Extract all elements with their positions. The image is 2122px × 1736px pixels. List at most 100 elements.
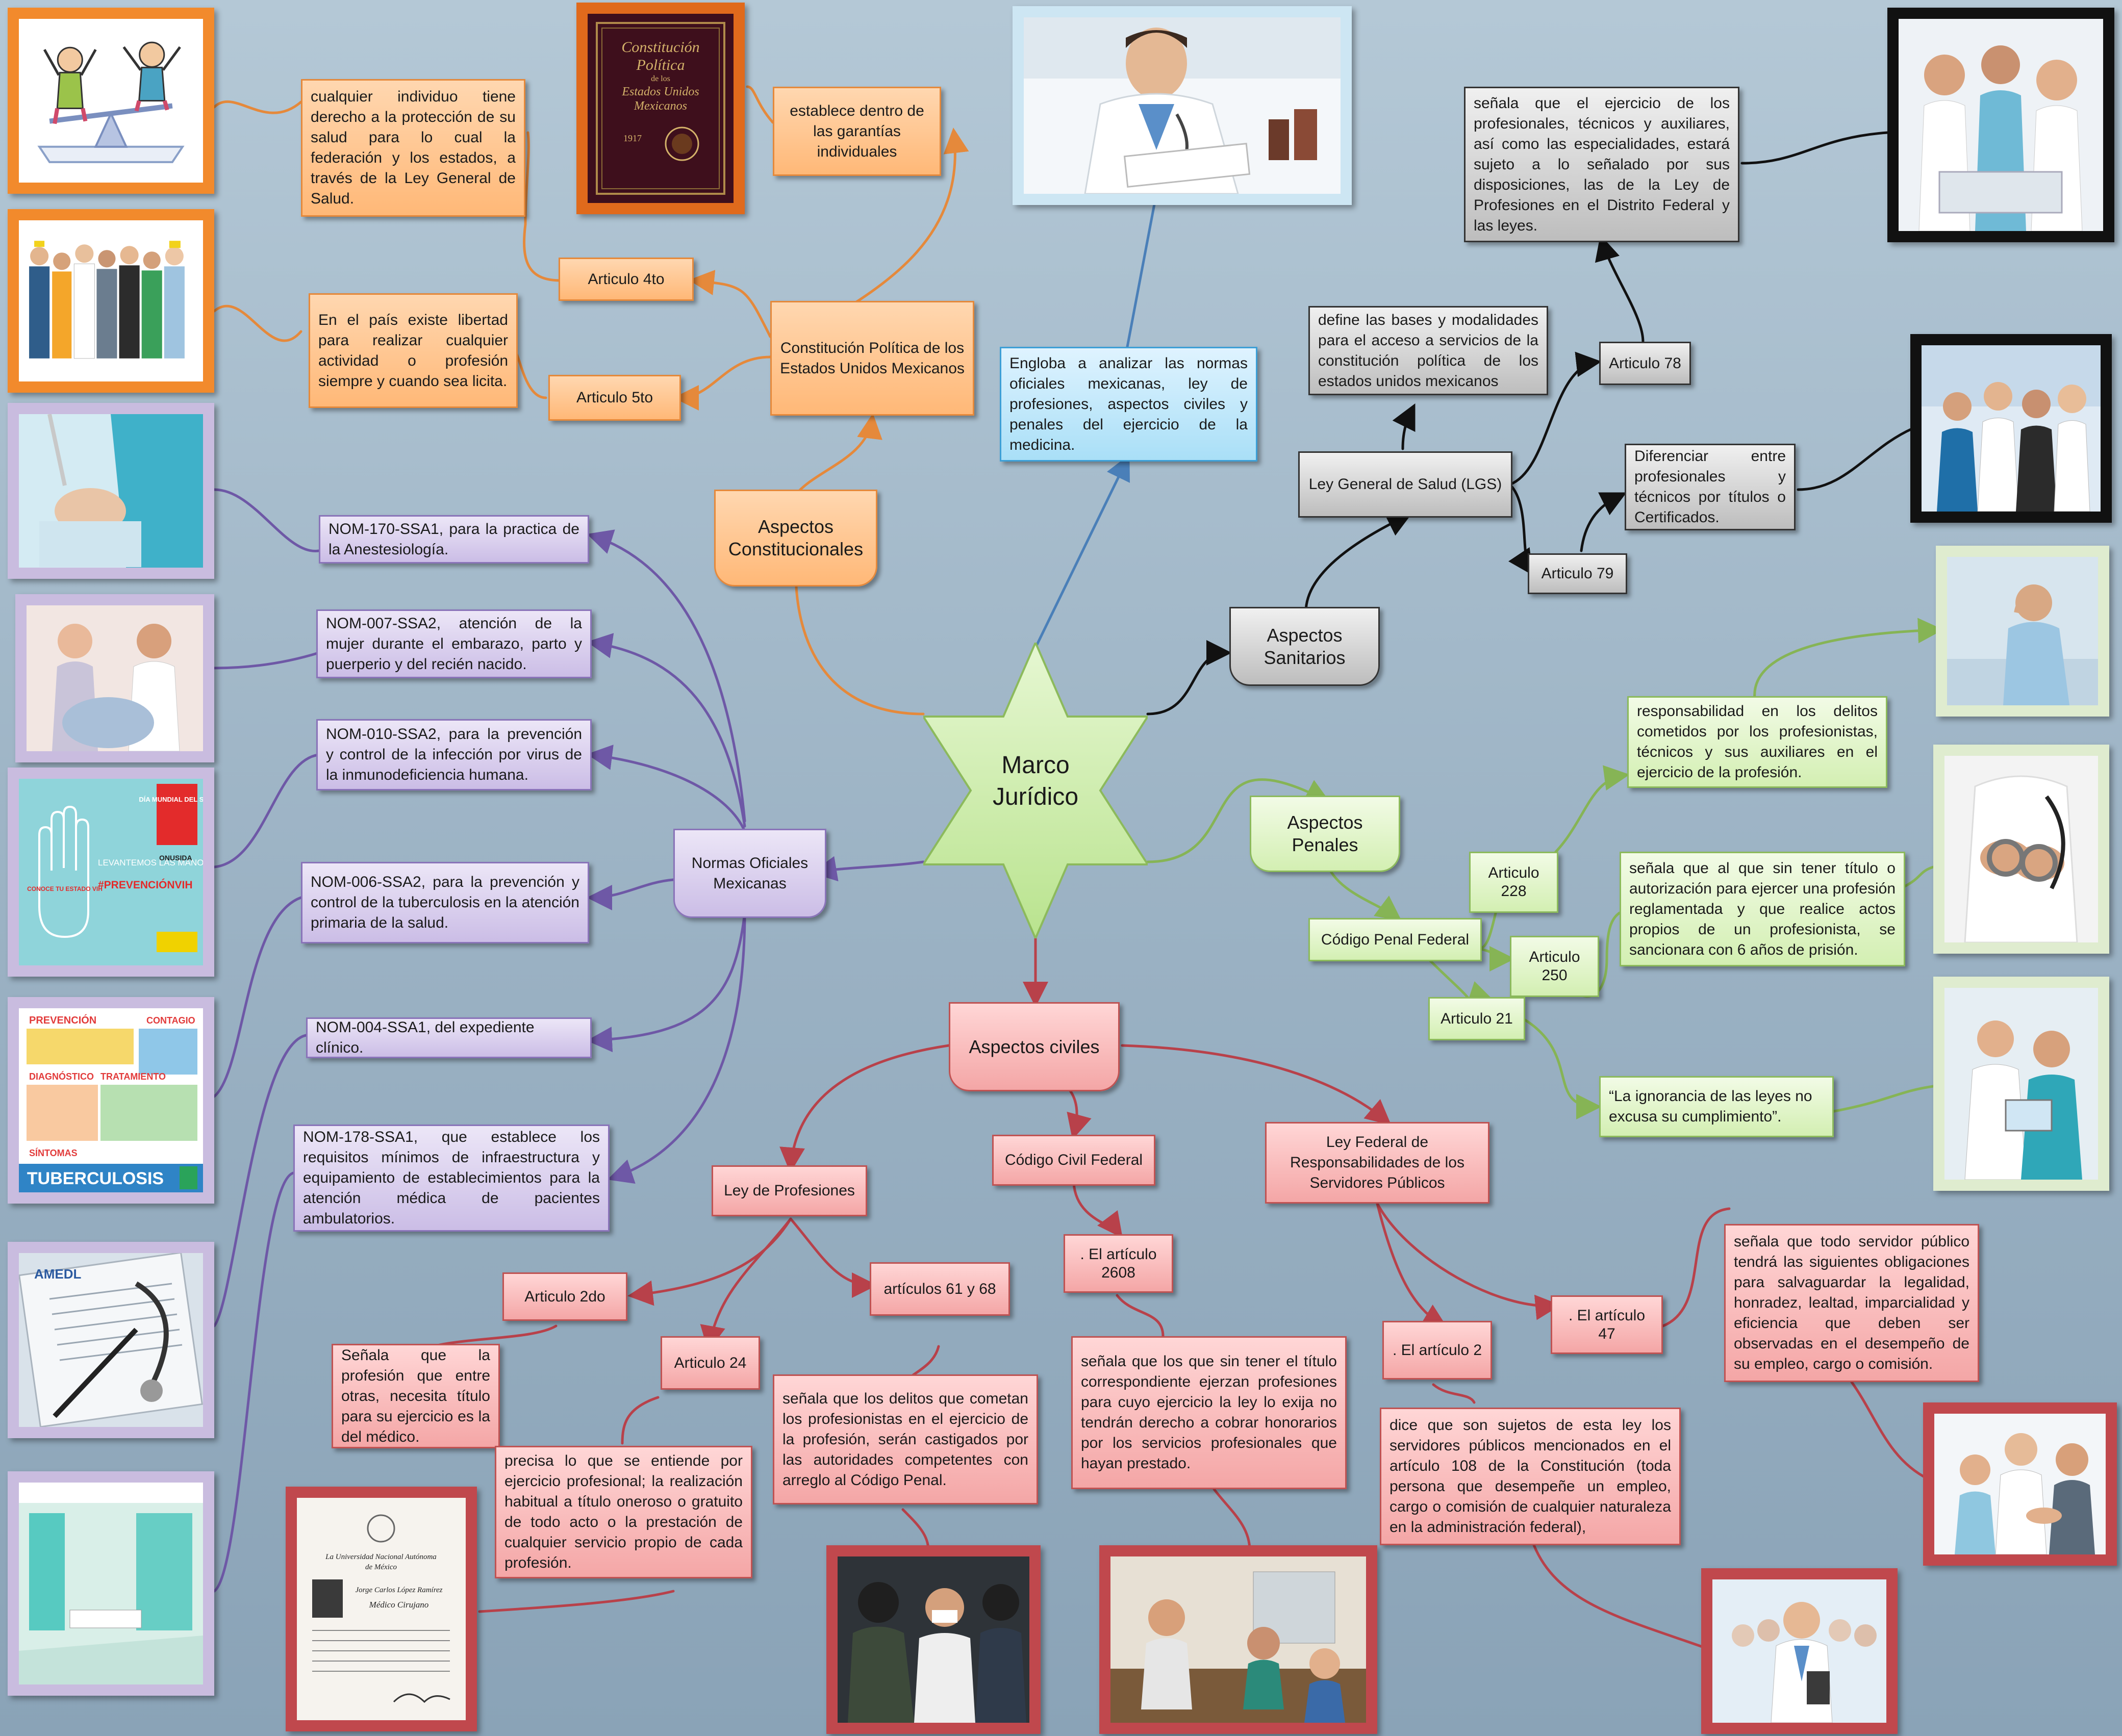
normas-oficiales-mexicanas[interactable]: Normas Oficiales Mexicanas	[673, 829, 826, 918]
consultation-image	[1110, 1556, 1366, 1723]
tb-tratamiento: TRATAMIENTO	[100, 1071, 166, 1082]
distressed-doctor-photo	[1936, 546, 2109, 717]
articulo-78-node[interactable]: Articulo 78	[1599, 342, 1691, 385]
articulo-47-node[interactable]: . El artículo 47	[1551, 1295, 1663, 1354]
articulo-2608-node[interactable]: . El artículo 2608	[1064, 1234, 1173, 1293]
engloba-description: Engloba a analizar las normas oficiales …	[1000, 347, 1257, 462]
hand-icon	[38, 805, 89, 938]
professionals-group-image	[1922, 345, 2101, 512]
seesaw-illustration	[8, 8, 214, 194]
articulo-24-description: precisa lo que se entiende por ejercicio…	[495, 1446, 752, 1578]
articulo-5to-label: Articulo 5to	[576, 389, 653, 406]
tuberculosis-poster-photo: PREVENCIÓN CONTAGIO DIAGNÓSTICO TRATAMIE…	[8, 997, 214, 1204]
aspectos-penales-label: Aspectos Penales	[1287, 812, 1363, 855]
cover-year: 1917	[623, 133, 642, 143]
articulo-47-text: señala que todo servidor público tendrá …	[1734, 1233, 1969, 1372]
establece-node[interactable]: establece dentro de las garantías indivi…	[773, 87, 941, 176]
articulo-79-node[interactable]: Articulo 79	[1528, 553, 1627, 594]
unam-title-image: La Universidad Nacional Autónoma de Méxi…	[297, 1498, 466, 1720]
articulo-4to-description: cualquier individuo tiene derecho a la p…	[301, 79, 525, 217]
aspectos-penales[interactable]: Aspectos Penales	[1250, 796, 1400, 872]
ley-de-profesiones-node[interactable]: Ley de Profesiones	[712, 1165, 867, 1216]
pregnancy-photo	[15, 594, 214, 762]
aspectos-sanitarios[interactable]: Aspectos Sanitarios	[1229, 607, 1380, 686]
anesthesia-photo	[8, 403, 214, 579]
workers-image	[19, 220, 203, 381]
unam-line-2: de México	[365, 1563, 397, 1571]
stethoscope-icon	[135, 1281, 169, 1387]
doctor-team-image	[1712, 1579, 1886, 1723]
medical-record-image: AMEDL	[19, 1253, 203, 1427]
cover-line-1: Constitución	[621, 39, 699, 56]
articulo-228-label: Articulo 228	[1488, 864, 1539, 900]
engloba-text: Engloba a analizar las normas oficiales …	[1009, 354, 1248, 453]
articulo-2do-node[interactable]: Articulo 2do	[502, 1272, 627, 1321]
articulo-2-label: . El artículo 2	[1392, 1341, 1482, 1359]
constitucion-politica-label: Constitución Política de los Estados Uni…	[780, 339, 965, 377]
articulo-228-description: responsabilidad en los delitos cometidos…	[1627, 696, 1887, 788]
articulo-250-node[interactable]: Articulo 250	[1510, 936, 1599, 997]
articulo-21-node[interactable]: Articulo 21	[1428, 997, 1525, 1040]
ley-general-salud-node[interactable]: Ley General de Salud (LGS)	[1298, 451, 1512, 518]
codigo-civil-federal-node[interactable]: Código Civil Federal	[992, 1135, 1155, 1186]
articulo-2do-description: Señala que la profesión que entre otras,…	[332, 1344, 500, 1448]
seesaw-image	[19, 19, 203, 183]
articulo-4to-node[interactable]: Articulo 4to	[559, 258, 694, 301]
marco-juridico-line1: Marco	[1001, 752, 1070, 779]
articulo-47-description: señala que todo servidor público tendrá …	[1724, 1224, 1979, 1382]
handshake-image	[1934, 1414, 2106, 1554]
articulo-78-label: Articulo 78	[1609, 354, 1681, 372]
articulos-61-68-description: señala que los delitos que cometan los p…	[773, 1374, 1038, 1504]
articulo-21-label: Articulo 21	[1441, 1010, 1513, 1027]
articulo-78-description: señala que el ejercicio de los profesion…	[1464, 87, 1739, 242]
constitucion-politica-node[interactable]: Constitución Política de los Estados Uni…	[770, 301, 974, 416]
articulo-2-text: dice que son sujetos de esta ley los ser…	[1390, 1417, 1671, 1536]
lgs-text: define las bases y modalidades para el a…	[1318, 311, 1538, 390]
unam-career: Médico Cirujano	[369, 1600, 429, 1610]
articulo-5to-description: En el país existe libertad para realizar…	[309, 293, 518, 408]
nom-010-text: NOM-010-SSA2, para la prevención y contr…	[326, 726, 582, 783]
articulo-24-text: precisa lo que se entiende por ejercicio…	[504, 1452, 743, 1571]
articulo-24-node[interactable]: Articulo 24	[661, 1336, 760, 1390]
aspectos-civiles-label: Aspectos civiles	[969, 1036, 1100, 1057]
aspectos-sanitarios-label: Aspectos Sanitarios	[1264, 624, 1346, 668]
aspectos-civiles[interactable]: Aspectos civiles	[949, 1002, 1120, 1091]
doctor-reading-photo	[1013, 6, 1352, 205]
articulo-2do-label: Articulo 2do	[524, 1288, 605, 1305]
constitucion-cover-image: Constitución Política de los Estados Uni…	[588, 14, 734, 203]
medical-students-photo	[1887, 8, 2114, 242]
ley-federal-responsabilidades-label: Ley Federal de Responsabilidades de los …	[1290, 1134, 1464, 1191]
stethoscope-icon	[2044, 795, 2065, 889]
tuberculosis-poster-image: PREVENCIÓN CONTAGIO DIAGNÓSTICO TRATAMIE…	[19, 1008, 203, 1192]
articulo-2608-text: señala que los que sin tener el título c…	[1081, 1353, 1337, 1472]
marco-juridico-star	[923, 643, 1148, 938]
ley-federal-responsabilidades-node[interactable]: Ley Federal de Responsabilidades de los …	[1265, 1122, 1489, 1204]
articulo-2-node[interactable]: . El artículo 2	[1382, 1321, 1492, 1380]
medical-students-image	[1899, 19, 2103, 231]
establece-label: establece dentro de las garantías indivi…	[790, 102, 924, 160]
unam-name: Jorge Carlos López Ramírez	[356, 1586, 443, 1594]
articulo-228-node[interactable]: Articulo 228	[1469, 852, 1558, 913]
cover-line-4: Estados Unidos	[621, 85, 699, 98]
articulo-5to-node[interactable]: Articulo 5to	[548, 375, 681, 421]
professionals-group-photo	[1910, 334, 2112, 523]
articulo-250-label: Articulo 250	[1529, 949, 1580, 984]
nom-004-node: NOM-004-SSA1, del expediente clínico.	[306, 1017, 592, 1058]
codigo-civil-federal-label: Código Civil Federal	[1004, 1152, 1143, 1168]
consultation-photo	[1099, 1545, 1377, 1734]
codigo-penal-federal-node[interactable]: Código Penal Federal	[1308, 918, 1482, 961]
articulo-21-text: “La ignorancia de las leyes no excusa su…	[1609, 1088, 1812, 1125]
handcuffed-doctor-photo	[1933, 745, 2109, 954]
nom-170-text: NOM-170-SSA1, para la practica de la Ane…	[329, 520, 579, 558]
nom-170-node: NOM-170-SSA1, para la practica de la Ane…	[319, 515, 589, 564]
onusida-logo: ONUSIDA	[159, 854, 192, 862]
ley-general-salud-label: Ley General de Salud (LGS)	[1308, 476, 1502, 493]
tb-contagio: CONTAGIO	[146, 1015, 195, 1026]
aspectos-constitucionales[interactable]: Aspectos Constitucionales	[714, 490, 877, 586]
unam-line-1: La Universidad Nacional Autónoma	[325, 1553, 437, 1561]
nom-007-text: NOM-007-SSA2, atención de la mujer duran…	[326, 615, 582, 673]
cover-line-3: de los	[651, 74, 670, 83]
articulos-61-68-node[interactable]: artículos 61 y 68	[870, 1262, 1010, 1316]
vih-side-label: DÍA MUNDIAL DEL SIDA	[139, 796, 203, 803]
vih-poster-image: DÍA MUNDIAL DEL SIDA CONOCE TU ESTADO VI…	[19, 779, 203, 965]
